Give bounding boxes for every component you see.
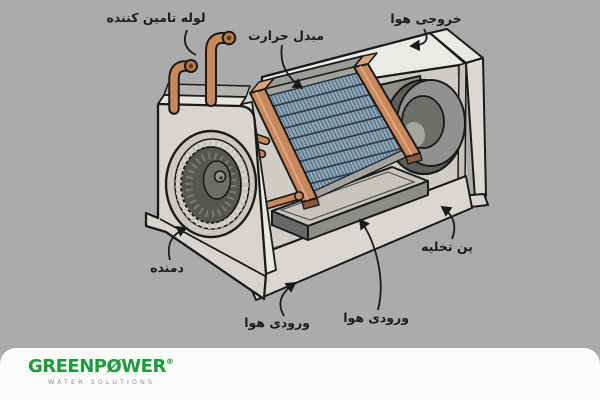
leader-air-inlet-left	[279, 282, 297, 317]
registered-mark: ®	[165, 357, 174, 366]
brand-logo: GREENPØWER® WATER SOLUTIONS	[28, 358, 208, 387]
label-drain-pan: پن تخلیه	[421, 239, 473, 254]
drain-pan	[271, 166, 429, 241]
heat-exchanger-coil	[249, 52, 423, 210]
blower-wheel	[164, 129, 258, 239]
label-blower: دمنده	[150, 260, 184, 275]
brand-part1: GREENP	[28, 356, 107, 377]
leader-lines	[167, 28, 456, 317]
blower-housing	[144, 83, 277, 301]
supply-pipes	[168, 30, 237, 115]
label-air-inlet-left: ورودی هوا	[244, 315, 310, 330]
label-supply-pipe: لوله تامین کننده	[106, 10, 206, 25]
leader-air-inlet-center	[358, 218, 382, 311]
leader-drain-pan	[440, 205, 456, 240]
brand-wordmark: GREENPØWER®	[28, 358, 208, 376]
label-air-inlet-center: ورودی هوا	[343, 310, 409, 325]
label-air-outlet: خروجی هوا	[390, 11, 462, 26]
leader-heat-exchanger	[280, 44, 304, 90]
footer-strip	[0, 348, 600, 400]
leader-air-outlet	[409, 28, 428, 52]
brand-stylized-o: Ø	[106, 356, 122, 377]
brand-tagline: WATER SOLUTIONS	[48, 378, 155, 386]
brand-part2: WER	[121, 356, 166, 377]
label-heat-exchanger: مبدل حرارت	[247, 28, 325, 43]
leader-blower	[167, 226, 188, 261]
leader-supply-pipe	[183, 29, 197, 56]
